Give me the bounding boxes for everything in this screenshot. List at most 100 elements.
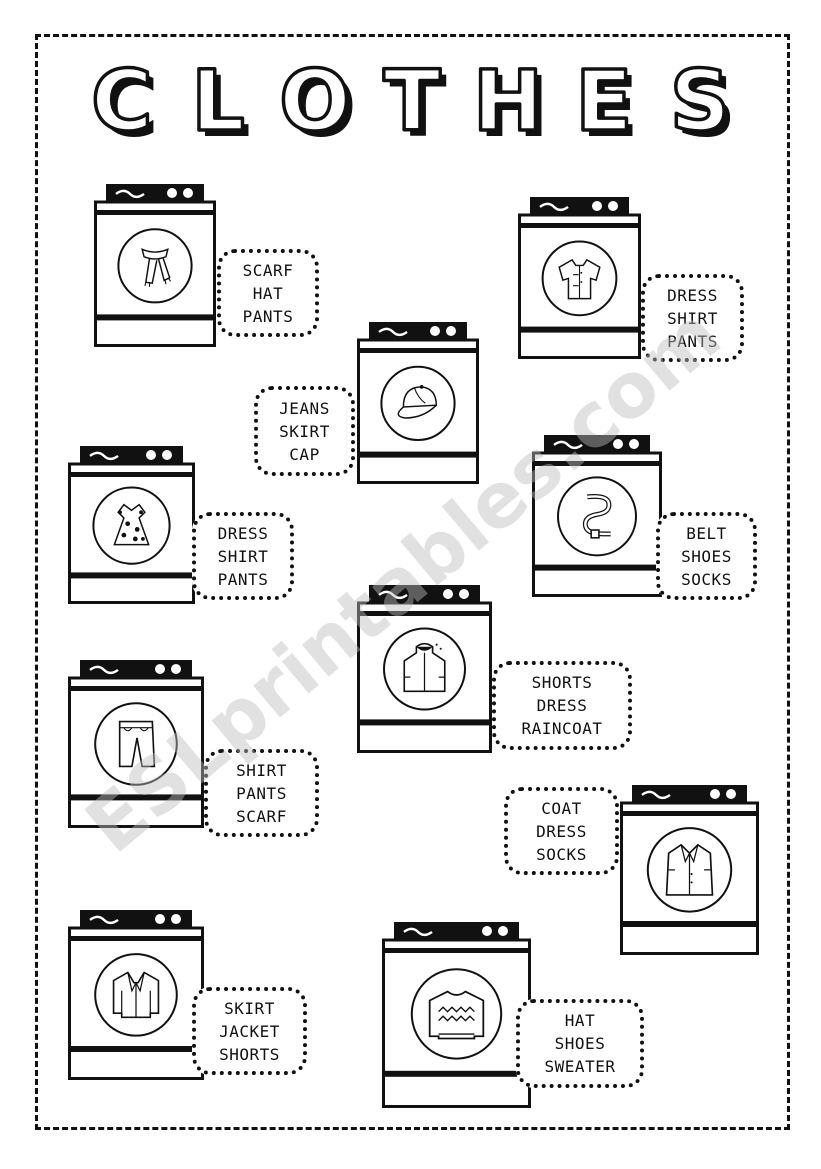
word-option: SWEATER: [544, 1057, 616, 1076]
machine-stripe: [519, 326, 640, 333]
control-panel: [106, 184, 204, 202]
machine-stripe: [69, 572, 194, 579]
machine-stripe: [383, 1070, 530, 1077]
knob-icon: [146, 450, 156, 460]
machine-stripe: [621, 921, 758, 927]
dial-icon: [403, 927, 433, 937]
word-choice-box: DRESS SHIRT PANTS: [641, 274, 744, 362]
machine-stripe: [69, 686, 203, 691]
knob-icon: [446, 326, 456, 336]
title-letter: S: [670, 52, 731, 150]
dial-icon: [641, 790, 671, 800]
sweater-icon: [428, 990, 485, 1040]
washing-machine: [357, 585, 492, 753]
machine-stripe: [69, 472, 194, 477]
washing-machine: [532, 435, 662, 597]
word-option: JEANS: [279, 398, 330, 418]
knob-icon: [459, 589, 469, 599]
word-option: HAT: [564, 1011, 596, 1030]
word-option: SCARF: [236, 806, 287, 826]
title-letter: L: [191, 52, 245, 150]
machine-door: [380, 365, 456, 441]
washing-machine: [68, 446, 195, 604]
washing-machine: [518, 197, 641, 359]
washing-machine: [94, 184, 216, 347]
machine-stripe: [69, 936, 203, 941]
washing-machine: [357, 322, 479, 484]
word-option: SHORTS: [219, 1044, 280, 1064]
machine-stripe: [95, 314, 215, 321]
word-option: DRESS: [536, 821, 587, 841]
knob-icon: [498, 926, 508, 936]
machine-stripe: [621, 811, 758, 816]
word-option: SHOES: [554, 1034, 606, 1053]
washing-machine: [68, 660, 204, 828]
coat-icon: [665, 843, 714, 896]
cap-icon: [397, 385, 438, 419]
word-option: PANTS: [667, 331, 718, 351]
knob-icon: [430, 326, 440, 336]
title-letter-shadow: E: [581, 58, 638, 156]
raincoat-icon: [403, 642, 446, 693]
knob-icon: [155, 914, 165, 924]
title-letter: O: [279, 52, 350, 150]
word-option: DRESS: [536, 696, 588, 715]
machine-stripe: [69, 1046, 203, 1052]
washing-machine: [620, 785, 759, 955]
machine-stripe: [519, 223, 640, 228]
word-option: SHIRT: [236, 760, 287, 780]
scarf-icon: [141, 248, 172, 287]
machine-stripe: [533, 461, 661, 466]
title-letter-shadow: C: [97, 58, 159, 156]
title-letter-shadow: L: [197, 58, 251, 156]
title-letter-shadow: H: [479, 58, 549, 156]
machine-door: [92, 486, 171, 565]
machine-stripe: [95, 210, 215, 215]
word-option: SKIRT: [224, 998, 275, 1018]
machine-stripe: [533, 564, 661, 571]
title-letter-shadow: S: [676, 58, 737, 156]
word-option: CAP: [289, 444, 320, 464]
shirt-icon: [558, 258, 601, 300]
jacket-icon: [112, 971, 160, 1019]
word-option: DRESS: [217, 523, 269, 543]
machine-stripe: [69, 794, 203, 801]
word-option: DRESS: [667, 285, 718, 305]
word-option: SHORTS: [531, 673, 593, 692]
word-option: PANTS: [242, 306, 294, 326]
word-option: SOCKS: [681, 569, 732, 589]
dial-icon: [553, 440, 583, 450]
word-option: SHIRT: [217, 546, 269, 566]
knob-icon: [482, 926, 492, 936]
control-panel: [369, 322, 467, 340]
word-option: RAINCOAT: [521, 719, 603, 738]
knob-icon: [613, 439, 623, 449]
word-choice-box: SHORTS DRESS RAINCOAT: [492, 661, 632, 750]
control-panel: [544, 435, 650, 453]
worksheet-border: [35, 34, 790, 1130]
title-letter: H: [473, 52, 543, 150]
title-letter: C: [91, 52, 153, 150]
title-letter-shadow: T: [389, 58, 446, 156]
machine-door: [410, 968, 503, 1060]
knob-icon: [183, 188, 193, 198]
knob-icon: [155, 664, 165, 674]
dial-icon: [378, 590, 408, 600]
word-option: SHIRT: [667, 308, 718, 328]
knob-icon: [162, 450, 172, 460]
title-letter-shadow: O: [285, 58, 356, 156]
page-title: C L O T H E S C L O T H E S: [89, 50, 737, 156]
washing-machine: [382, 922, 531, 1108]
word-option: BELT: [686, 523, 727, 543]
knob-icon: [171, 914, 181, 924]
dial-icon: [89, 665, 119, 675]
dial-icon: [89, 451, 119, 461]
pants-icon: [118, 720, 156, 768]
machine-stripe: [358, 611, 491, 616]
knob-icon: [629, 439, 639, 449]
